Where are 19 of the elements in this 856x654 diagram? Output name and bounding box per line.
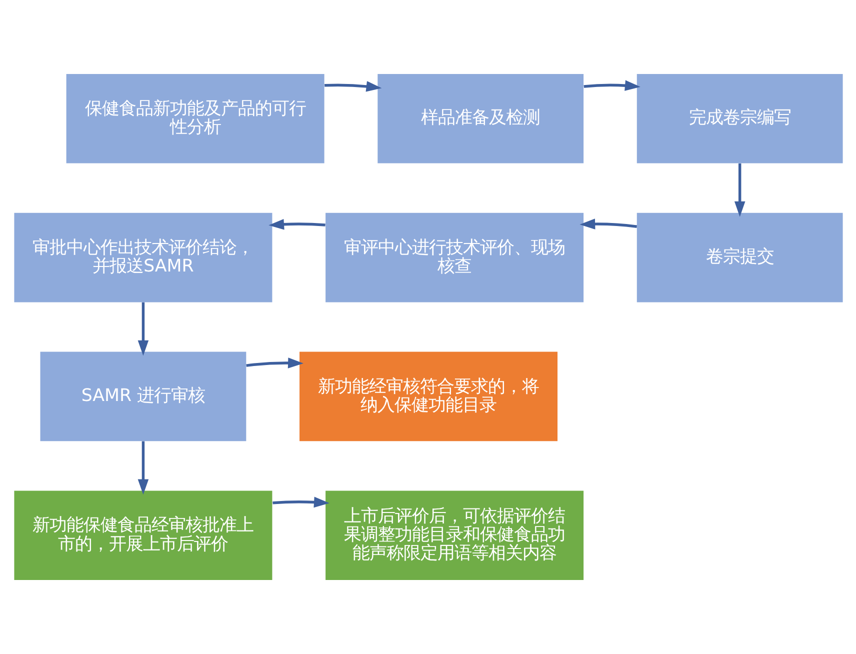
- node-box: 样品准备及检测: [377, 74, 584, 164]
- arrow: [734, 163, 745, 217]
- node-box: 完成卷宗编写: [636, 74, 842, 164]
- arrow: [579, 218, 636, 230]
- arrow: [137, 302, 148, 356]
- node-box: 审评中心进行技术评价、现场核查: [325, 212, 584, 302]
- node-box: 新功能保健食品经审核批准上市的，开展上市后评价: [14, 490, 272, 580]
- arrow: [272, 496, 329, 508]
- arrow: [268, 218, 325, 230]
- arrow: [583, 80, 640, 91]
- node-box: 新功能经审核符合要求的，将纳入保健功能目录: [299, 352, 557, 442]
- node-box: 保健食品新功能及产品的可行性分析: [66, 74, 324, 164]
- node-box: 审批中心作出技术评价结论，并报送SAMR: [14, 212, 272, 302]
- arrow: [137, 441, 148, 495]
- node-box: 卷宗提交: [636, 212, 842, 302]
- arrow: [324, 81, 382, 92]
- node-box: SAMR 进行审核: [40, 352, 246, 442]
- arrow: [246, 358, 303, 368]
- node-box: 上市后评价后，可依据评价结果调整功能目录和保健食品功能声称限定用语等相关内容: [325, 490, 584, 580]
